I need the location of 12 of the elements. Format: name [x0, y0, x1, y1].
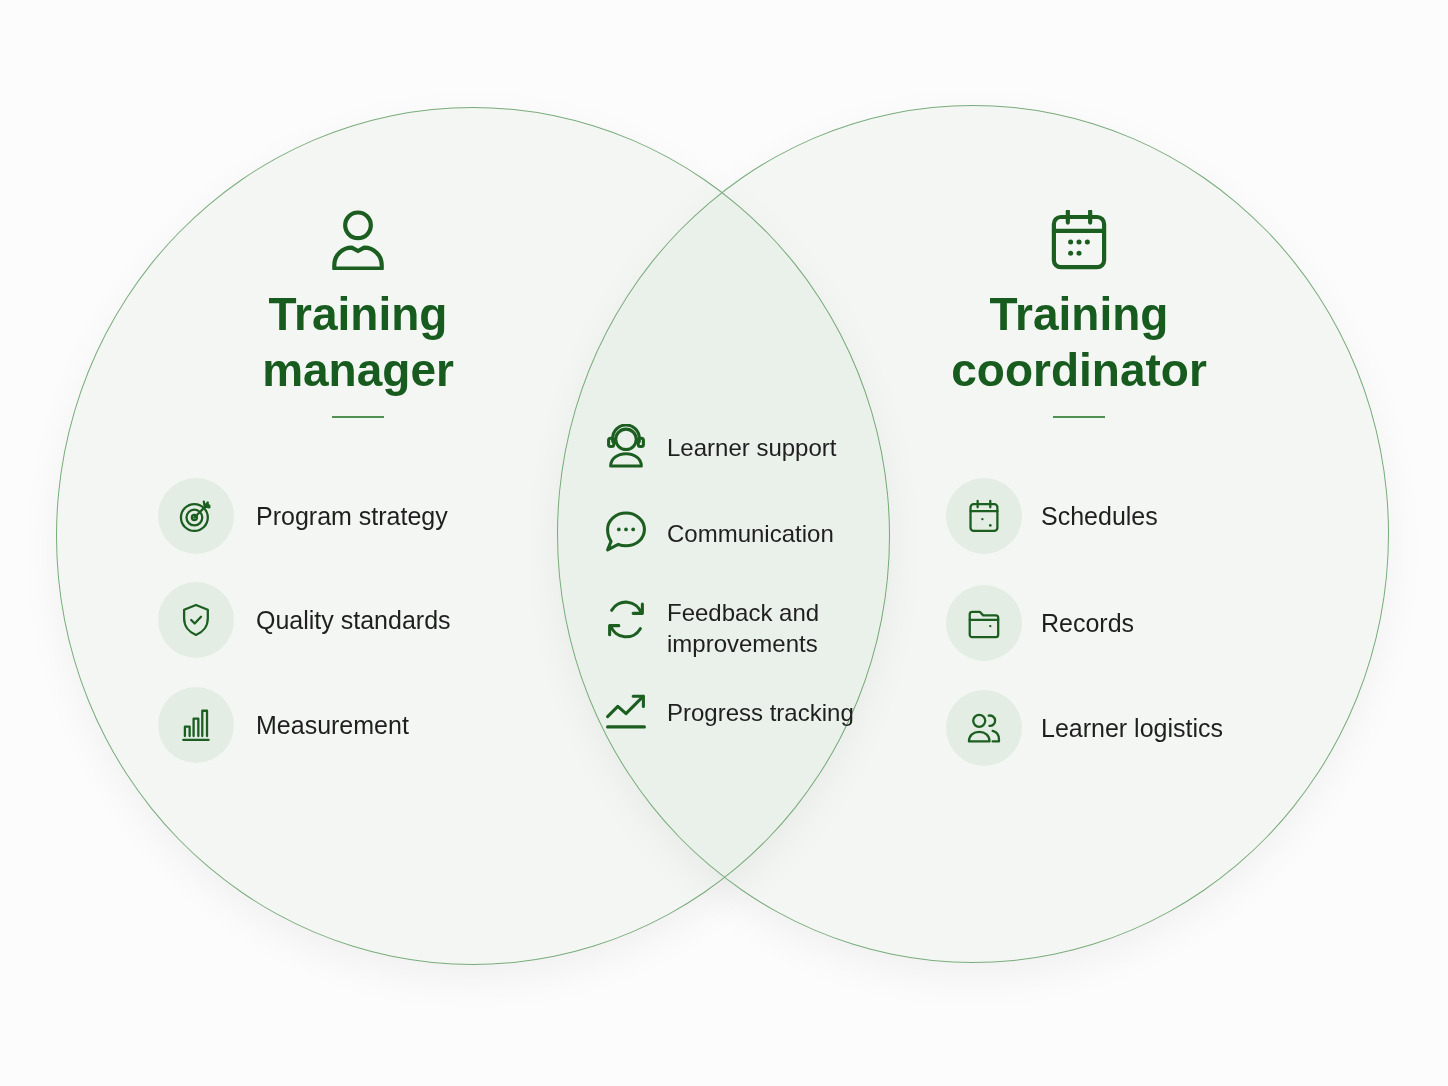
- overlap-item-label: Progress tracking: [667, 697, 854, 728]
- item-label: Schedules: [1041, 501, 1158, 531]
- item-label: Quality standards: [256, 605, 451, 635]
- overlap-item-label: Feedback and improvements: [667, 598, 821, 659]
- overlap-item-label: Learner support: [667, 432, 837, 463]
- item-label: Learner logistics: [1041, 713, 1224, 743]
- item-label: Measurement: [256, 710, 409, 740]
- item-label: Program strategy: [256, 501, 448, 531]
- item-label: Records: [1041, 608, 1135, 638]
- circle-heading: Training coordinator: [950, 287, 1208, 398]
- overlap-item-label: Communication: [667, 518, 834, 549]
- circle-heading: Training manager: [261, 287, 455, 398]
